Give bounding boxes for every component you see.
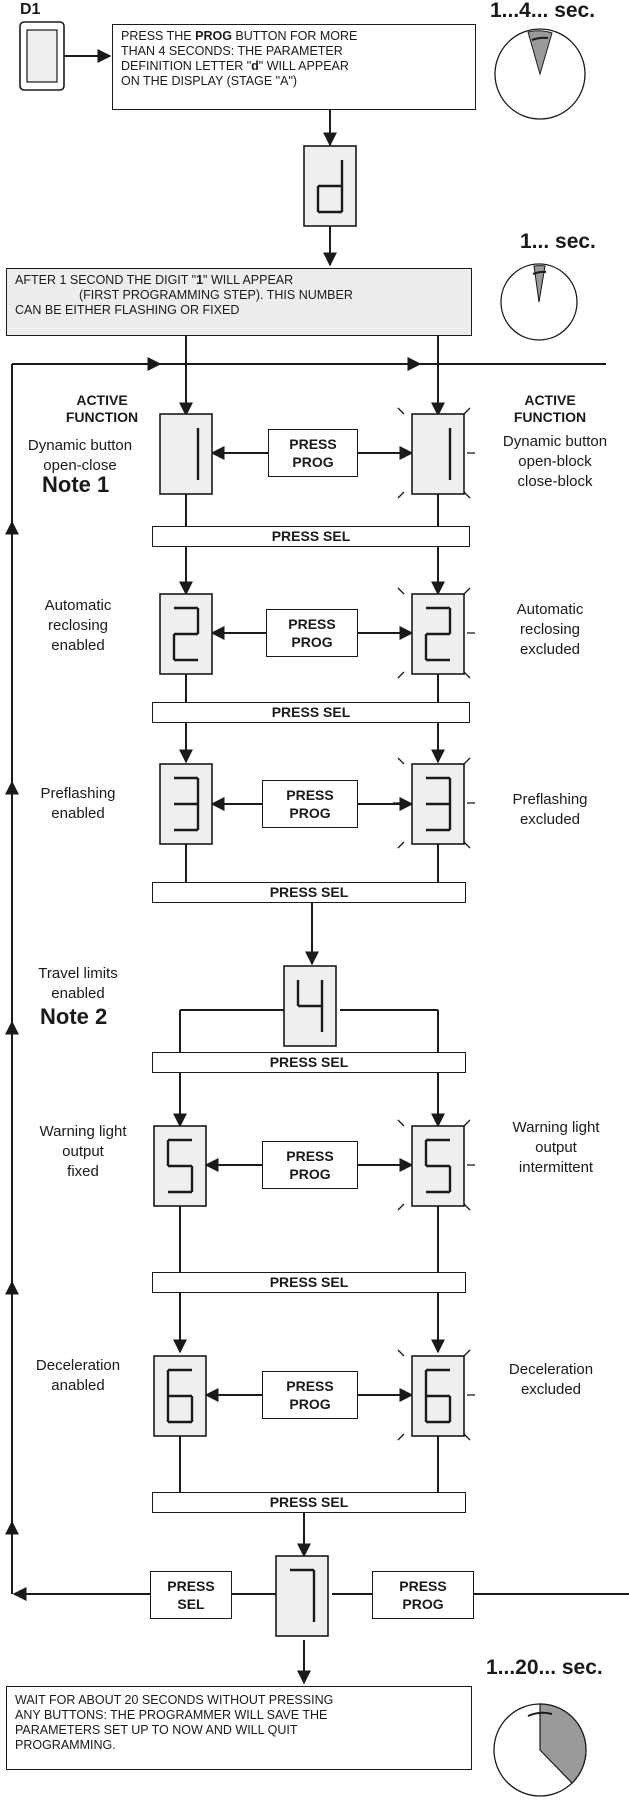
display-3-fixed <box>159 763 213 845</box>
intro-box: PRESS THE PROG BUTTON FOR MORE THAN 4 SE… <box>112 24 476 110</box>
press-sel-bar[interactable]: PRESS SEL <box>152 526 470 547</box>
display-6-fixed <box>153 1355 207 1437</box>
display-1-fixed <box>159 413 213 495</box>
timer-label: 1...20... sec. <box>486 1656 603 1679</box>
after-box: AFTER 1 SECOND THE DIGIT "1" WILL APPEAR… <box>6 268 472 336</box>
display-3-flashing <box>411 763 465 845</box>
clock-icon <box>500 263 578 341</box>
final-box: WAIT FOR ABOUT 20 SECONDS WITHOUT PRESSI… <box>6 1686 472 1770</box>
clock-icon <box>494 28 586 120</box>
display-2-flashing <box>411 593 465 675</box>
note-1: Note 1 <box>42 472 110 497</box>
press-sel-bar[interactable]: PRESS SEL <box>152 882 466 903</box>
timer-label: 1...4... sec. <box>490 0 596 22</box>
display-1-flashing <box>411 413 465 495</box>
timer-label: 1... sec. <box>520 230 596 253</box>
display-4 <box>283 965 337 1047</box>
note-2: Note 2 <box>40 1004 108 1029</box>
display-5-fixed <box>153 1125 207 1207</box>
display-2-fixed <box>159 593 213 675</box>
device-label: D1 <box>20 1 41 18</box>
display-7 <box>275 1555 329 1637</box>
clock-icon <box>493 1703 587 1797</box>
press-sel-bar[interactable]: PRESS SEL <box>152 702 470 723</box>
display-d <box>303 145 357 227</box>
display-5-flashing <box>411 1125 465 1207</box>
flashing-marks <box>393 407 475 1441</box>
press-sel-bar[interactable]: PRESS SEL <box>152 1492 466 1513</box>
device-icon <box>19 21 65 91</box>
press-sel-bar[interactable]: PRESS SEL <box>152 1052 466 1073</box>
press-sel-bar[interactable]: PRESS SEL <box>152 1272 466 1293</box>
display-6-flashing <box>411 1355 465 1437</box>
